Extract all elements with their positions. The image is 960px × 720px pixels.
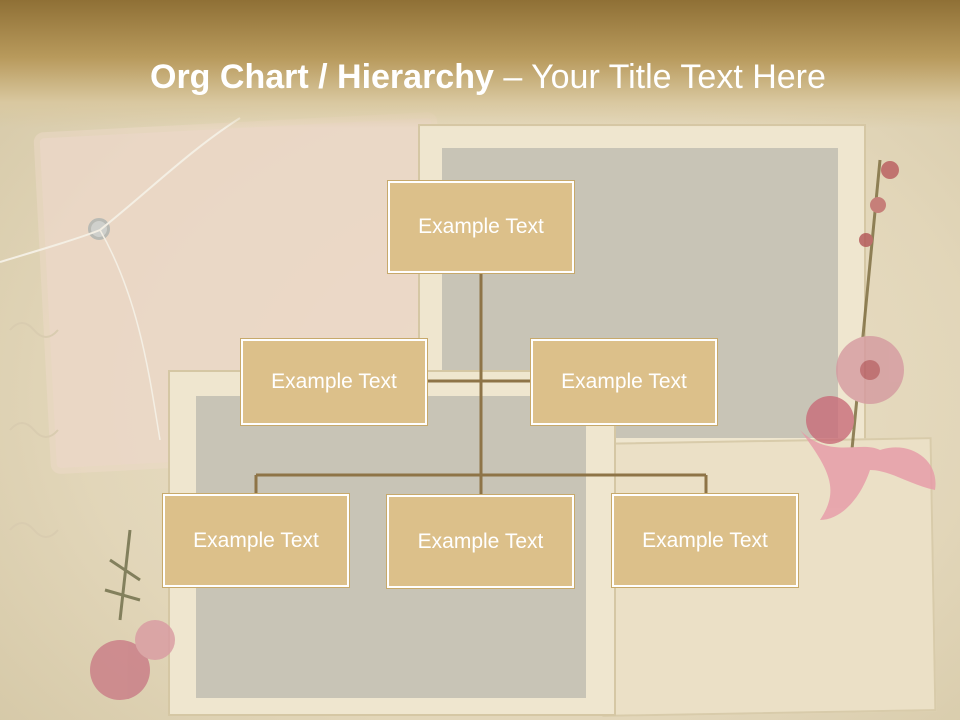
title-bold-part: Org Chart / Hierarchy: [150, 58, 494, 96]
org-node-label: Example Text: [417, 529, 544, 553]
org-node-child-center[interactable]: Example Text: [387, 495, 574, 588]
eyelet-decoration: [88, 218, 110, 240]
slide-title: Org Chart / Hierarchy – Your Title Text …: [150, 52, 826, 102]
org-node-child-left[interactable]: Example Text: [163, 494, 349, 587]
org-node-label: Example Text: [193, 528, 319, 552]
org-node-label: Example Text: [642, 528, 768, 552]
org-node-root[interactable]: Example Text: [388, 181, 574, 273]
org-node-child-right[interactable]: Example Text: [612, 494, 798, 587]
title-separator: –: [493, 58, 532, 96]
org-node-assistant-left[interactable]: Example Text: [241, 339, 427, 425]
org-node-label: Example Text: [561, 370, 687, 393]
title-placeholder-part: Your Title Text Here: [531, 58, 826, 96]
org-node-label: Example Text: [271, 370, 397, 393]
org-node-label: Example Text: [418, 215, 544, 238]
title-band: [0, 0, 960, 128]
org-node-assistant-right[interactable]: Example Text: [531, 339, 717, 425]
